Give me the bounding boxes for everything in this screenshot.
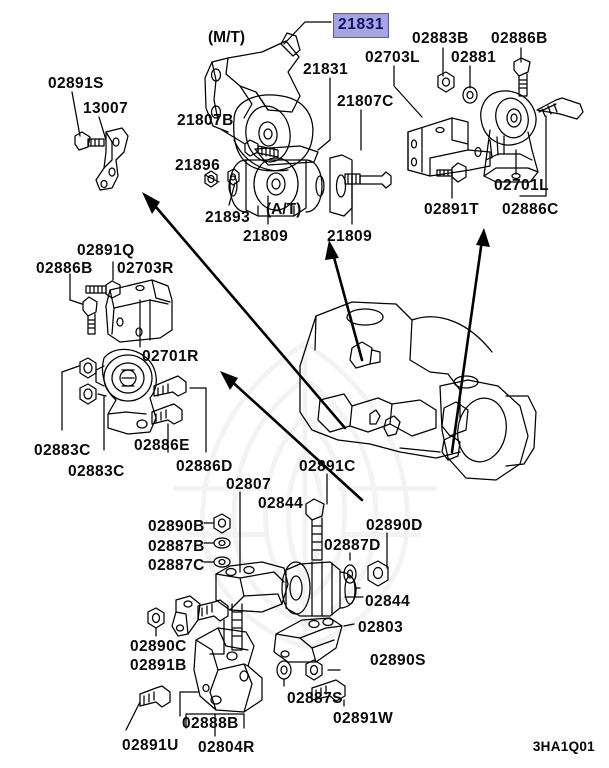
part-label-02883b[interactable]: 02883B — [412, 30, 469, 47]
part-label-02701r[interactable]: 02701R — [142, 348, 199, 365]
part-label-02807[interactable]: 02807 — [226, 476, 272, 493]
part-label-02844[interactable]: 02844 — [258, 495, 304, 512]
part-label-02887s[interactable]: 02887S — [287, 690, 343, 707]
part-label-02886b[interactable]: 02886B — [36, 260, 93, 277]
part-label-02891q[interactable]: 02891Q — [77, 242, 135, 259]
variant-label-at[interactable]: (A/T) — [266, 201, 302, 218]
part-label-21807c[interactable]: 21807C — [337, 93, 394, 110]
part-label-02887d[interactable]: 02887D — [324, 537, 381, 554]
part-label-21809[interactable]: 21809 — [327, 228, 373, 245]
part-label-02887c[interactable]: 02887C — [148, 557, 205, 574]
part-label-02804r[interactable]: 02804R — [198, 739, 255, 756]
part-label-02890d[interactable]: 02890D — [366, 517, 423, 534]
part-label-21807b[interactable]: 21807B — [177, 112, 234, 129]
part-label-02890c[interactable]: 02890C — [130, 638, 187, 655]
part-label-02886e[interactable]: 02886E — [134, 437, 190, 454]
part-label-02891c[interactable]: 02891C — [299, 458, 356, 475]
part-label-02803[interactable]: 02803 — [358, 619, 404, 636]
part-label-02886d[interactable]: 02886D — [176, 458, 233, 475]
part-label-02891t[interactable]: 02891T — [424, 201, 479, 218]
part-label-02701l[interactable]: 02701L — [494, 177, 549, 194]
part-label-02888b[interactable]: 02888B — [182, 715, 239, 732]
part-label-21893[interactable]: 21893 — [205, 209, 251, 226]
part-label-13007[interactable]: 13007 — [83, 100, 129, 117]
part-label-02891b[interactable]: 02891B — [130, 657, 187, 674]
part-label-02883c[interactable]: 02883C — [34, 442, 91, 459]
part-label-02844[interactable]: 02844 — [365, 593, 411, 610]
part-label-02881[interactable]: 02881 — [451, 49, 497, 66]
part-label-02886c[interactable]: 02886C — [502, 201, 559, 218]
part-label-21831[interactable]: 21831 — [303, 61, 349, 78]
part-label-02891s[interactable]: 02891S — [48, 75, 104, 92]
part-label-02883c[interactable]: 02883C — [68, 463, 125, 480]
part-label-02887b[interactable]: 02887B — [148, 538, 205, 555]
part-label-02703l[interactable]: 02703L — [365, 49, 420, 66]
part-label-02886b[interactable]: 02886B — [491, 30, 548, 47]
part-label-21809[interactable]: 21809 — [243, 228, 289, 245]
part-label-02890s[interactable]: 02890S — [370, 652, 426, 669]
part-label-02891w[interactable]: 02891W — [333, 710, 394, 727]
part-label-02703r[interactable]: 02703R — [117, 260, 174, 277]
variant-label-mt[interactable]: (M/T) — [208, 29, 246, 46]
part-label-02890b[interactable]: 02890B — [148, 518, 205, 535]
part-label-21896[interactable]: 21896 — [175, 157, 221, 174]
part-label-02891u[interactable]: 02891U — [122, 737, 179, 754]
figure-code: 3HA1Q01 — [532, 739, 595, 754]
part-label-21831[interactable]: 21831 — [333, 13, 390, 38]
